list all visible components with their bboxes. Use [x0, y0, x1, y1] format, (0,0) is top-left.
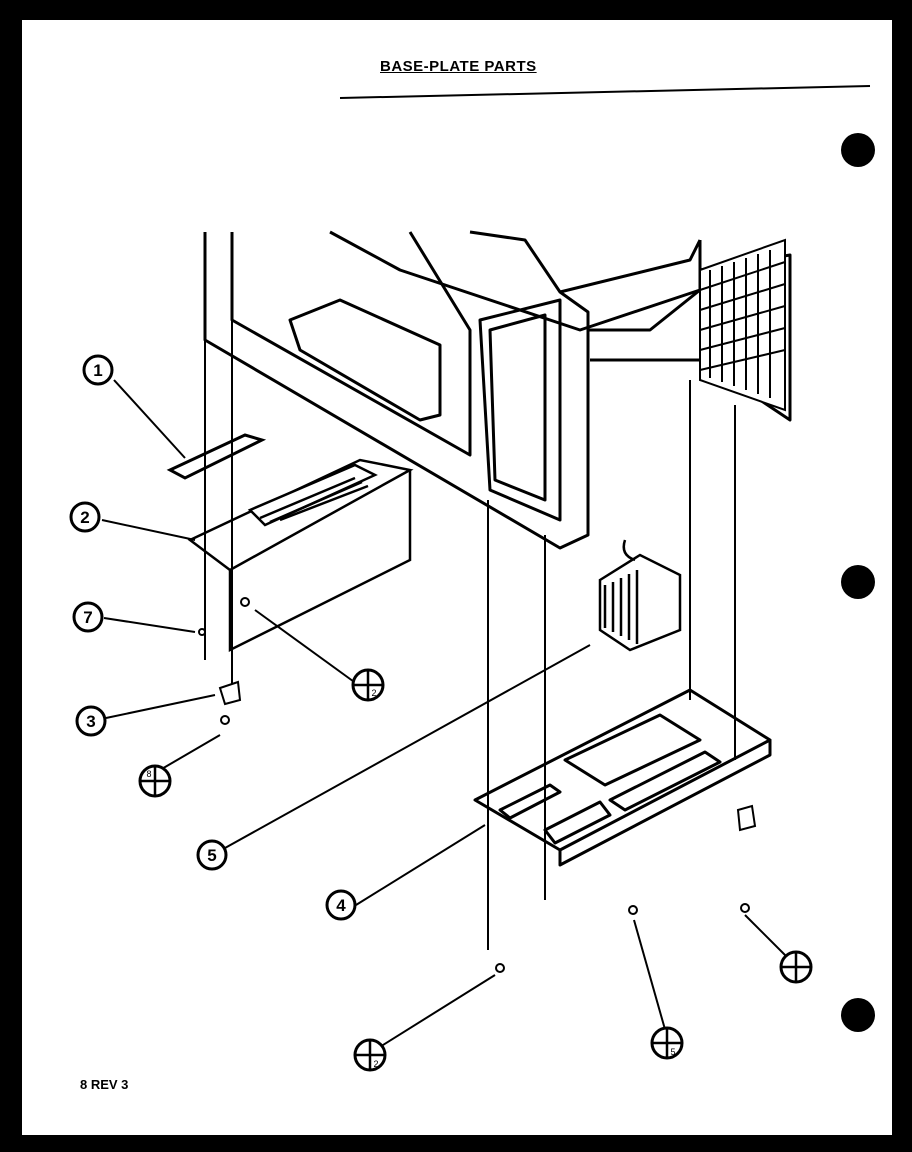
- callout-7: 7: [72, 601, 104, 633]
- left-base-pan: [187, 458, 414, 653]
- binder-hole-middle: [841, 565, 875, 599]
- drawing-sheet: [22, 20, 892, 1135]
- callout-7-label: 7: [83, 608, 92, 627]
- title-rule: [339, 85, 871, 99]
- screw-symbol-a: 2: [351, 668, 385, 702]
- screw-symbol-e: [779, 950, 813, 984]
- screw-symbol-c-label: 2: [373, 1059, 378, 1069]
- callout-3-label: 3: [86, 712, 95, 731]
- screw-symbol-d: 5: [650, 1026, 684, 1060]
- callout-1-label: 1: [93, 361, 102, 380]
- callout-1: 1: [82, 354, 114, 386]
- screw-symbol-d-label: 5: [670, 1047, 675, 1057]
- callout-5-label: 5: [207, 846, 216, 865]
- callout-5: 5: [196, 839, 228, 871]
- screw-symbol-c: 2: [353, 1038, 387, 1072]
- screw-symbol-a-label: 2: [371, 688, 376, 698]
- cabinet-frame: [203, 230, 792, 550]
- callout-3: 3: [75, 705, 107, 737]
- small-hardware: [198, 597, 757, 973]
- callout-4: 4: [325, 889, 357, 921]
- leader-lines: [101, 320, 796, 1051]
- callout-2-label: 2: [80, 508, 89, 527]
- capacitor-part: [598, 539, 682, 652]
- binder-hole-top: [841, 133, 875, 167]
- screw-symbol-b: 8: [138, 764, 172, 798]
- screw-symbol-b-label: 8: [146, 769, 151, 779]
- bracket-part: [166, 433, 267, 480]
- rear-grille: [699, 238, 786, 412]
- callout-2: 2: [69, 501, 101, 533]
- binder-hole-bottom: [841, 998, 875, 1032]
- drawing-title: BASE-PLATE PARTS: [380, 58, 537, 75]
- callout-4-label: 4: [336, 896, 346, 915]
- base-plate: [473, 688, 772, 867]
- revision-note: 8 REV 3: [80, 1077, 129, 1092]
